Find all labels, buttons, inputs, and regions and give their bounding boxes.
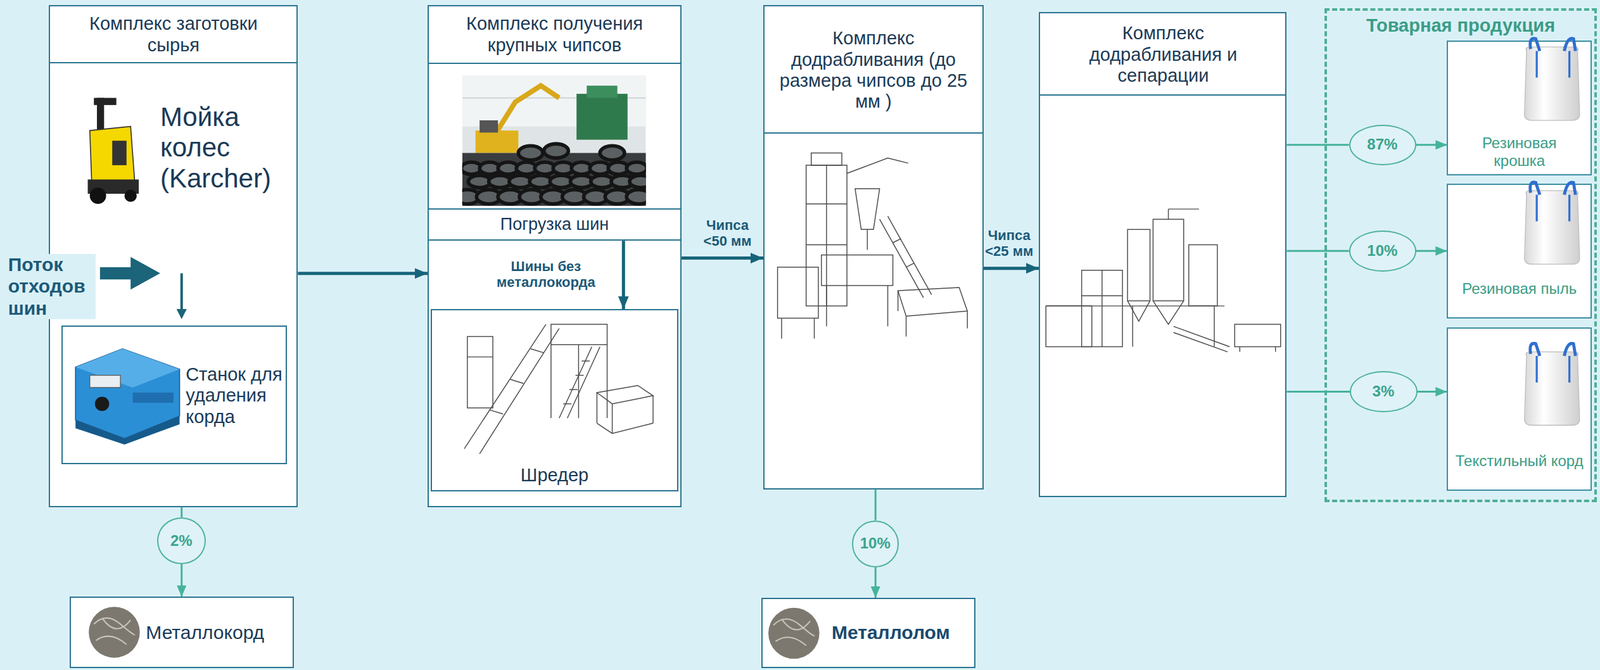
share-circle: 10% [851,520,899,568]
product-name: Резиновая крошка [1469,134,1570,170]
product-box: Резиновая пыль [1446,183,1592,319]
block-heading: Комплекс додрабливания и сепарации [1071,22,1256,87]
process-block: Комплекс додрабливания и сепарации [1038,12,1287,497]
share-percent: 10% [1366,241,1398,260]
text-slot: 2% [158,518,204,562]
share-percent: 10% [860,534,891,553]
flow-connector [983,266,1039,270]
flow-connector [1286,143,1349,146]
text-slot: Станок для удаления корда [185,336,284,456]
text-slot: Резиновая крошка [1469,130,1570,174]
product-name: Текстильный корд [1455,452,1584,470]
text-slot: Погрузка шин [430,209,679,240]
flow-connector [874,489,877,521]
process-block: Комплекс получения крупных чипсовПогрузк… [427,5,682,508]
flow-connector [1286,390,1350,393]
text-slot: Металлокорд [145,609,289,655]
text-slot: Шины без металлокорда [475,252,617,298]
product-name: Резиновая пыль [1461,279,1577,298]
text-slot: Мойка колес (Karcher) [160,96,296,199]
text-slot: Чипса <50 мм [692,210,763,255]
step-text: Погрузка шин [500,214,609,235]
flow-label: Шины без металлокорда [475,258,617,291]
flow-label: Чипса <25 мм [979,227,1039,260]
byproduct-name: Металлолом [831,622,951,645]
block-heading: Комплекс заготовки сырья [66,13,281,56]
flow-connector [874,567,877,598]
byproduct-box: Металлолом [761,597,976,669]
text-slot: Текстильный корд [1449,447,1590,476]
step-band: Погрузка шин [427,208,682,242]
flow-connector [1416,250,1447,253]
step-text: Мойка колес (Karcher) [160,101,296,194]
flow-label: Чипса <50 мм [692,217,763,250]
share-circle: 2% [157,517,206,565]
flow-connector [1286,250,1349,253]
product-box: Резиновая крошка [1446,40,1592,176]
share-percent: 2% [170,532,193,550]
text-slot: Поток отходов шин [6,250,97,324]
flow-connector [180,507,183,518]
text-slot: Комплекс заготовки сырья [66,8,281,62]
equipment-box: Шредер [430,309,679,492]
equipment-box: Станок для удаления корда [61,325,287,465]
share-percent: 3% [1372,382,1395,401]
group-title: Товарная продукция [1366,15,1556,37]
flow-connector [681,256,764,260]
equipment-name: Шредер [520,464,589,486]
input-label: Поток отходов шин [6,253,97,320]
share-circle: 10% [1349,230,1417,272]
text-slot: Товарная продукция [1331,12,1590,39]
share-percent: 87% [1366,135,1398,154]
text-slot: Шредер [433,461,676,490]
product-box: Текстильный корд [1446,327,1592,491]
product-group: Товарная продукция 87% Резиновая крошка 10%… [1324,8,1597,503]
text-slot: 87% [1350,126,1414,163]
block-heading: Комплекс додрабливания (до размера чипсо… [776,27,971,113]
share-circle: 87% [1349,124,1417,166]
text-slot: Резиновая пыль [1449,275,1590,303]
text-slot: Комплекс додрабливания и сепарации [1071,16,1256,94]
text-slot: Чипса <25 мм [979,221,1039,266]
flow-connector [1416,143,1447,146]
text-slot: Комплекс получения крупных чипсов [431,8,678,62]
text-slot: Металлолом [831,609,971,655]
text-slot: Комплекс додрабливания (до размера чипсо… [776,10,971,131]
header-band [764,6,983,134]
block-heading: Комплекс получения крупных чипсов [431,13,678,56]
flow-connector [1417,390,1448,393]
byproduct-name: Металлокорд [145,622,265,645]
flow-connector [297,271,428,275]
share-circle: 3% [1349,371,1417,412]
text-slot: 10% [852,521,898,566]
byproduct-box: Металлокорд [69,596,294,669]
text-slot: 3% [1351,373,1416,410]
equipment-name: Станок для удаления корда [185,364,284,428]
process-block: Комплекс додрабливания (до размера чипсо… [763,5,984,490]
flow-connector [180,564,183,598]
text-slot: 10% [1350,232,1414,270]
